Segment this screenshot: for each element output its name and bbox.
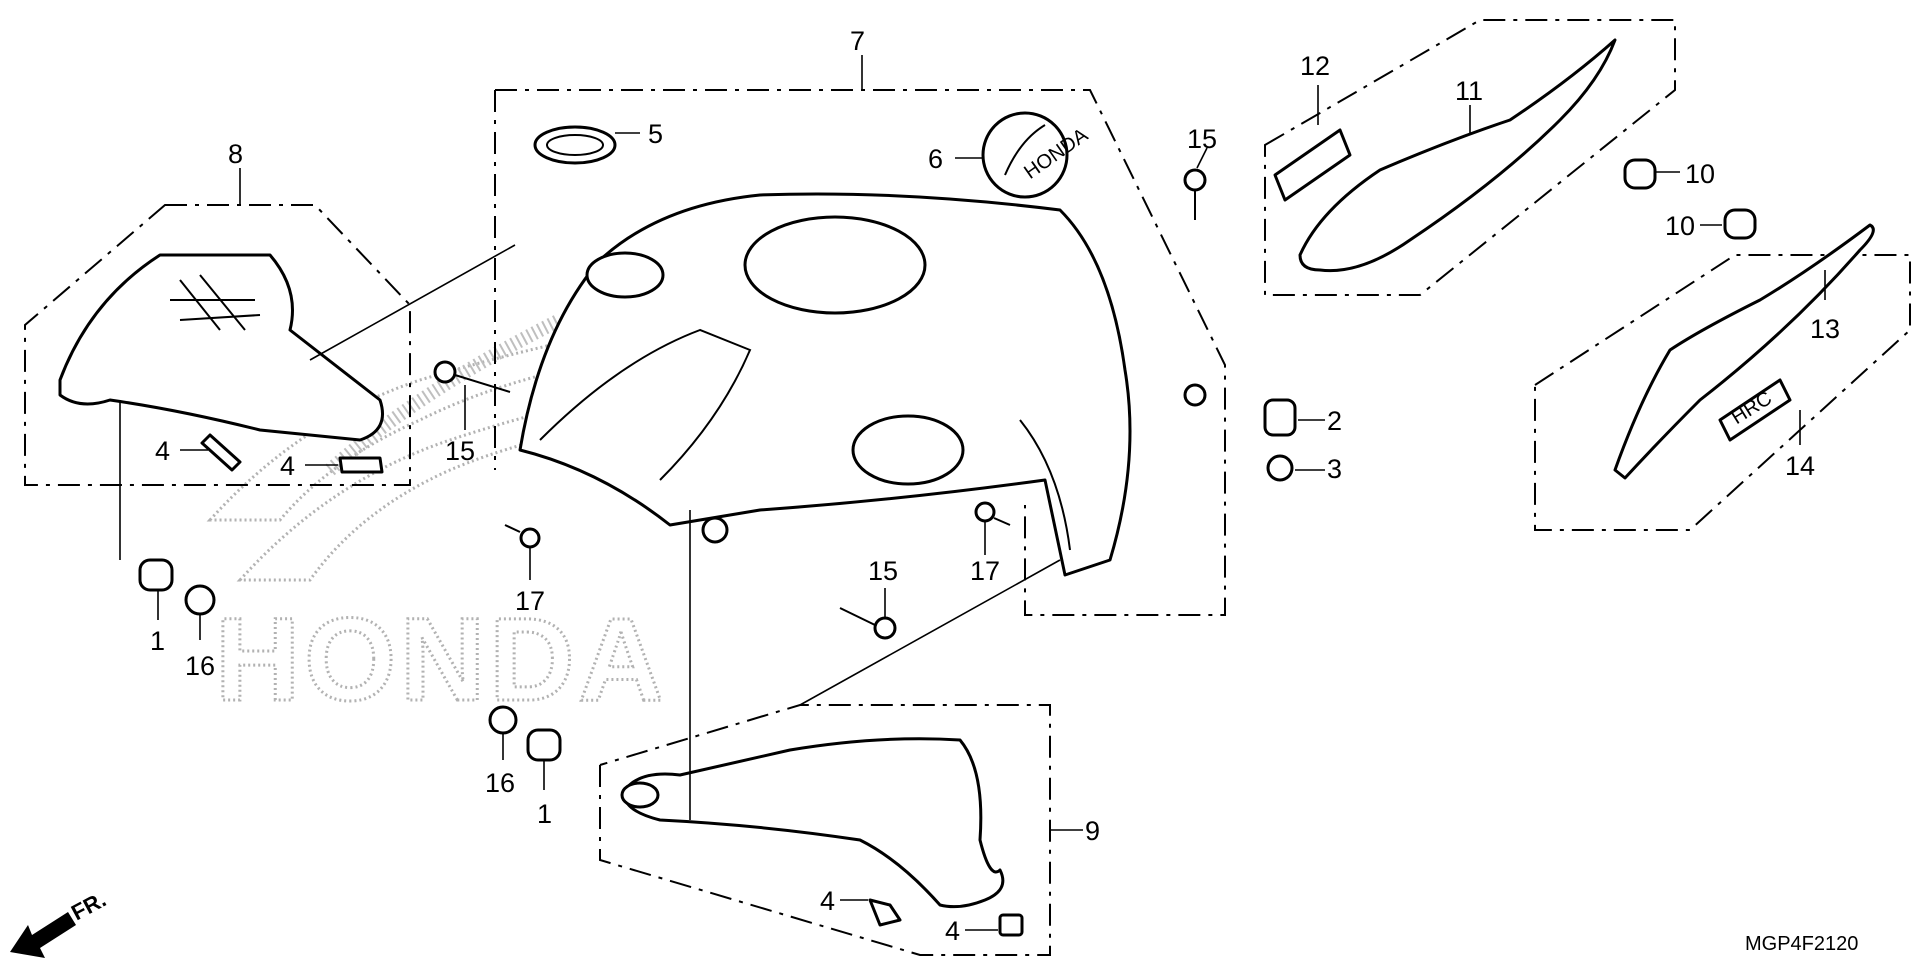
part-4-clip-c [840, 898, 902, 927]
part-15-bolt-a [433, 360, 511, 430]
callout-1-b: 1 [537, 799, 552, 829]
part-1-grommet-lower [526, 728, 562, 790]
callout-15-b: 15 [868, 556, 898, 586]
callout-6: 6 [928, 144, 943, 174]
callout-14: 14 [1785, 451, 1815, 481]
honda-wing-watermark-icon: HONDA [206, 313, 668, 728]
part-15-bolt-c [1183, 147, 1208, 220]
part-8-left-cover [58, 253, 384, 560]
callout-13: 13 [1810, 314, 1840, 344]
part-16-collar-lower [488, 705, 518, 760]
callout-4-c: 4 [820, 886, 835, 916]
group-7-boundary [494, 89, 1226, 616]
part-6-emblem-cap: HONDA [955, 111, 1093, 199]
tank-cover [518, 192, 1207, 577]
part-16-collar-left [184, 584, 216, 640]
group-11-12-boundary [1264, 19, 1676, 296]
group-8-boundary [24, 204, 411, 486]
part-13-side-cover [1613, 223, 1875, 480]
callout-15-a: 15 [445, 436, 475, 466]
part-14-decal: HRC [1718, 378, 1801, 445]
honda-wordmark-watermark: HONDA [215, 594, 668, 726]
part-4-clip-a [180, 433, 242, 472]
callout-5: 5 [648, 119, 663, 149]
callout-15-c: 15 [1187, 124, 1217, 154]
part-9-lower-cover [620, 737, 1005, 909]
diagram-code: MGP4F2120 [1745, 933, 1858, 955]
callout-10-b: 10 [1665, 211, 1695, 241]
callout-12: 12 [1300, 51, 1330, 81]
part-3-collar [1266, 454, 1325, 482]
callout-16-b: 16 [485, 768, 515, 798]
callout-8: 8 [228, 139, 243, 169]
front-direction-label: FR. [67, 887, 110, 926]
part-4-clip-b [305, 456, 384, 474]
part-17-screw-a [504, 524, 541, 580]
callout-1-a: 1 [150, 626, 165, 656]
part-11-garnish [1298, 38, 1617, 273]
part-10-grommet-b [1700, 208, 1757, 240]
callout-11: 11 [1455, 76, 1483, 106]
group-13-14-boundary [1534, 254, 1911, 531]
part-5-grommet [533, 125, 640, 165]
callout-7: 7 [850, 26, 865, 56]
callout-3: 3 [1327, 454, 1342, 484]
callout-17-a: 17 [515, 586, 545, 616]
part-15-bolt-b [839, 588, 897, 640]
part-2-rubber-mount [1263, 398, 1325, 437]
callout-2: 2 [1327, 406, 1342, 436]
part-10-grommet-a [1623, 158, 1680, 190]
part-1-grommet-left [138, 558, 174, 620]
callout-9: 9 [1085, 816, 1100, 846]
callout-17-b: 17 [970, 556, 1000, 586]
callout-4-d: 4 [945, 916, 960, 946]
callout-16-a: 16 [185, 651, 215, 681]
callout-10-a: 10 [1685, 159, 1715, 189]
callout-4-a: 4 [155, 436, 170, 466]
front-direction-arrow-icon [10, 912, 76, 958]
part-12-label [1273, 85, 1352, 202]
callout-4-b: 4 [280, 451, 295, 481]
part-17-screw-b [974, 501, 1011, 555]
part-4-clip-d [965, 913, 1024, 937]
